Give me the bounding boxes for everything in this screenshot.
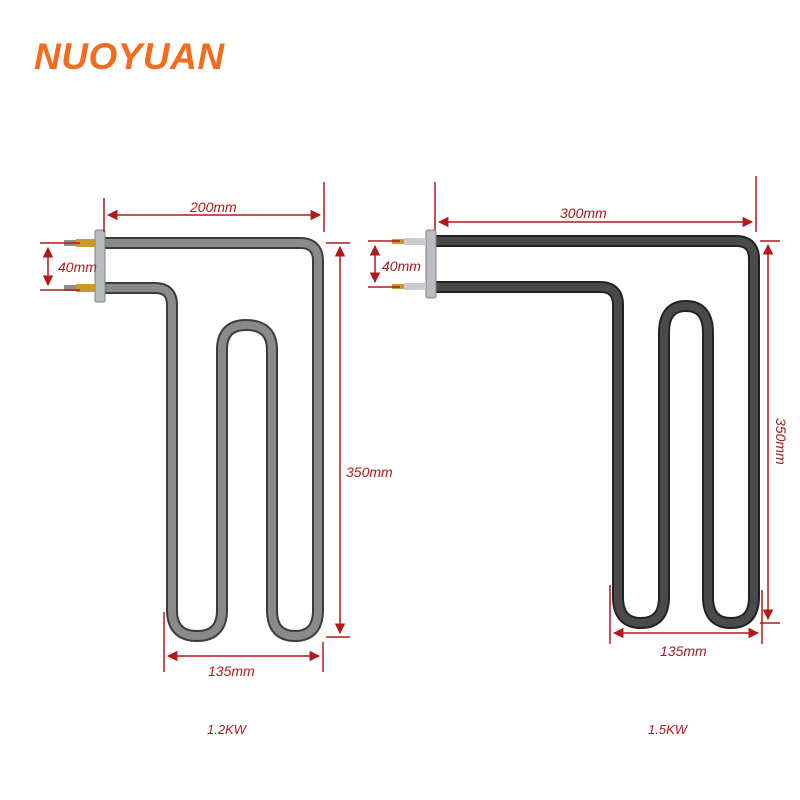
dimension-lines-2 <box>368 176 780 644</box>
dim-width-bottom-1: 135mm <box>208 663 255 679</box>
brand-logo: NUOYUAN <box>34 36 225 77</box>
heater-element-2 <box>392 229 760 629</box>
dim-width-top-2: 300mm <box>560 205 607 221</box>
dim-terminal-gap-1: 40mm <box>58 259 97 275</box>
dim-width-bottom-2: 135mm <box>660 643 707 659</box>
dim-height-2: 350mm <box>773 418 789 465</box>
dim-terminal-gap-2: 40mm <box>382 258 421 274</box>
dim-height-1: 350mm <box>346 464 393 480</box>
terminal-1b <box>64 284 96 292</box>
mounting-flange-2 <box>425 229 437 299</box>
dimension-lines-1 <box>40 182 350 672</box>
power-label-1: 1.2KW <box>207 722 247 737</box>
dim-width-top-1: 200mm <box>189 199 237 215</box>
heater-element-1 <box>64 229 324 642</box>
heater-tube-1 <box>96 237 324 642</box>
power-label-2: 1.5KW <box>648 722 688 737</box>
mounting-flange-1 <box>94 229 106 303</box>
